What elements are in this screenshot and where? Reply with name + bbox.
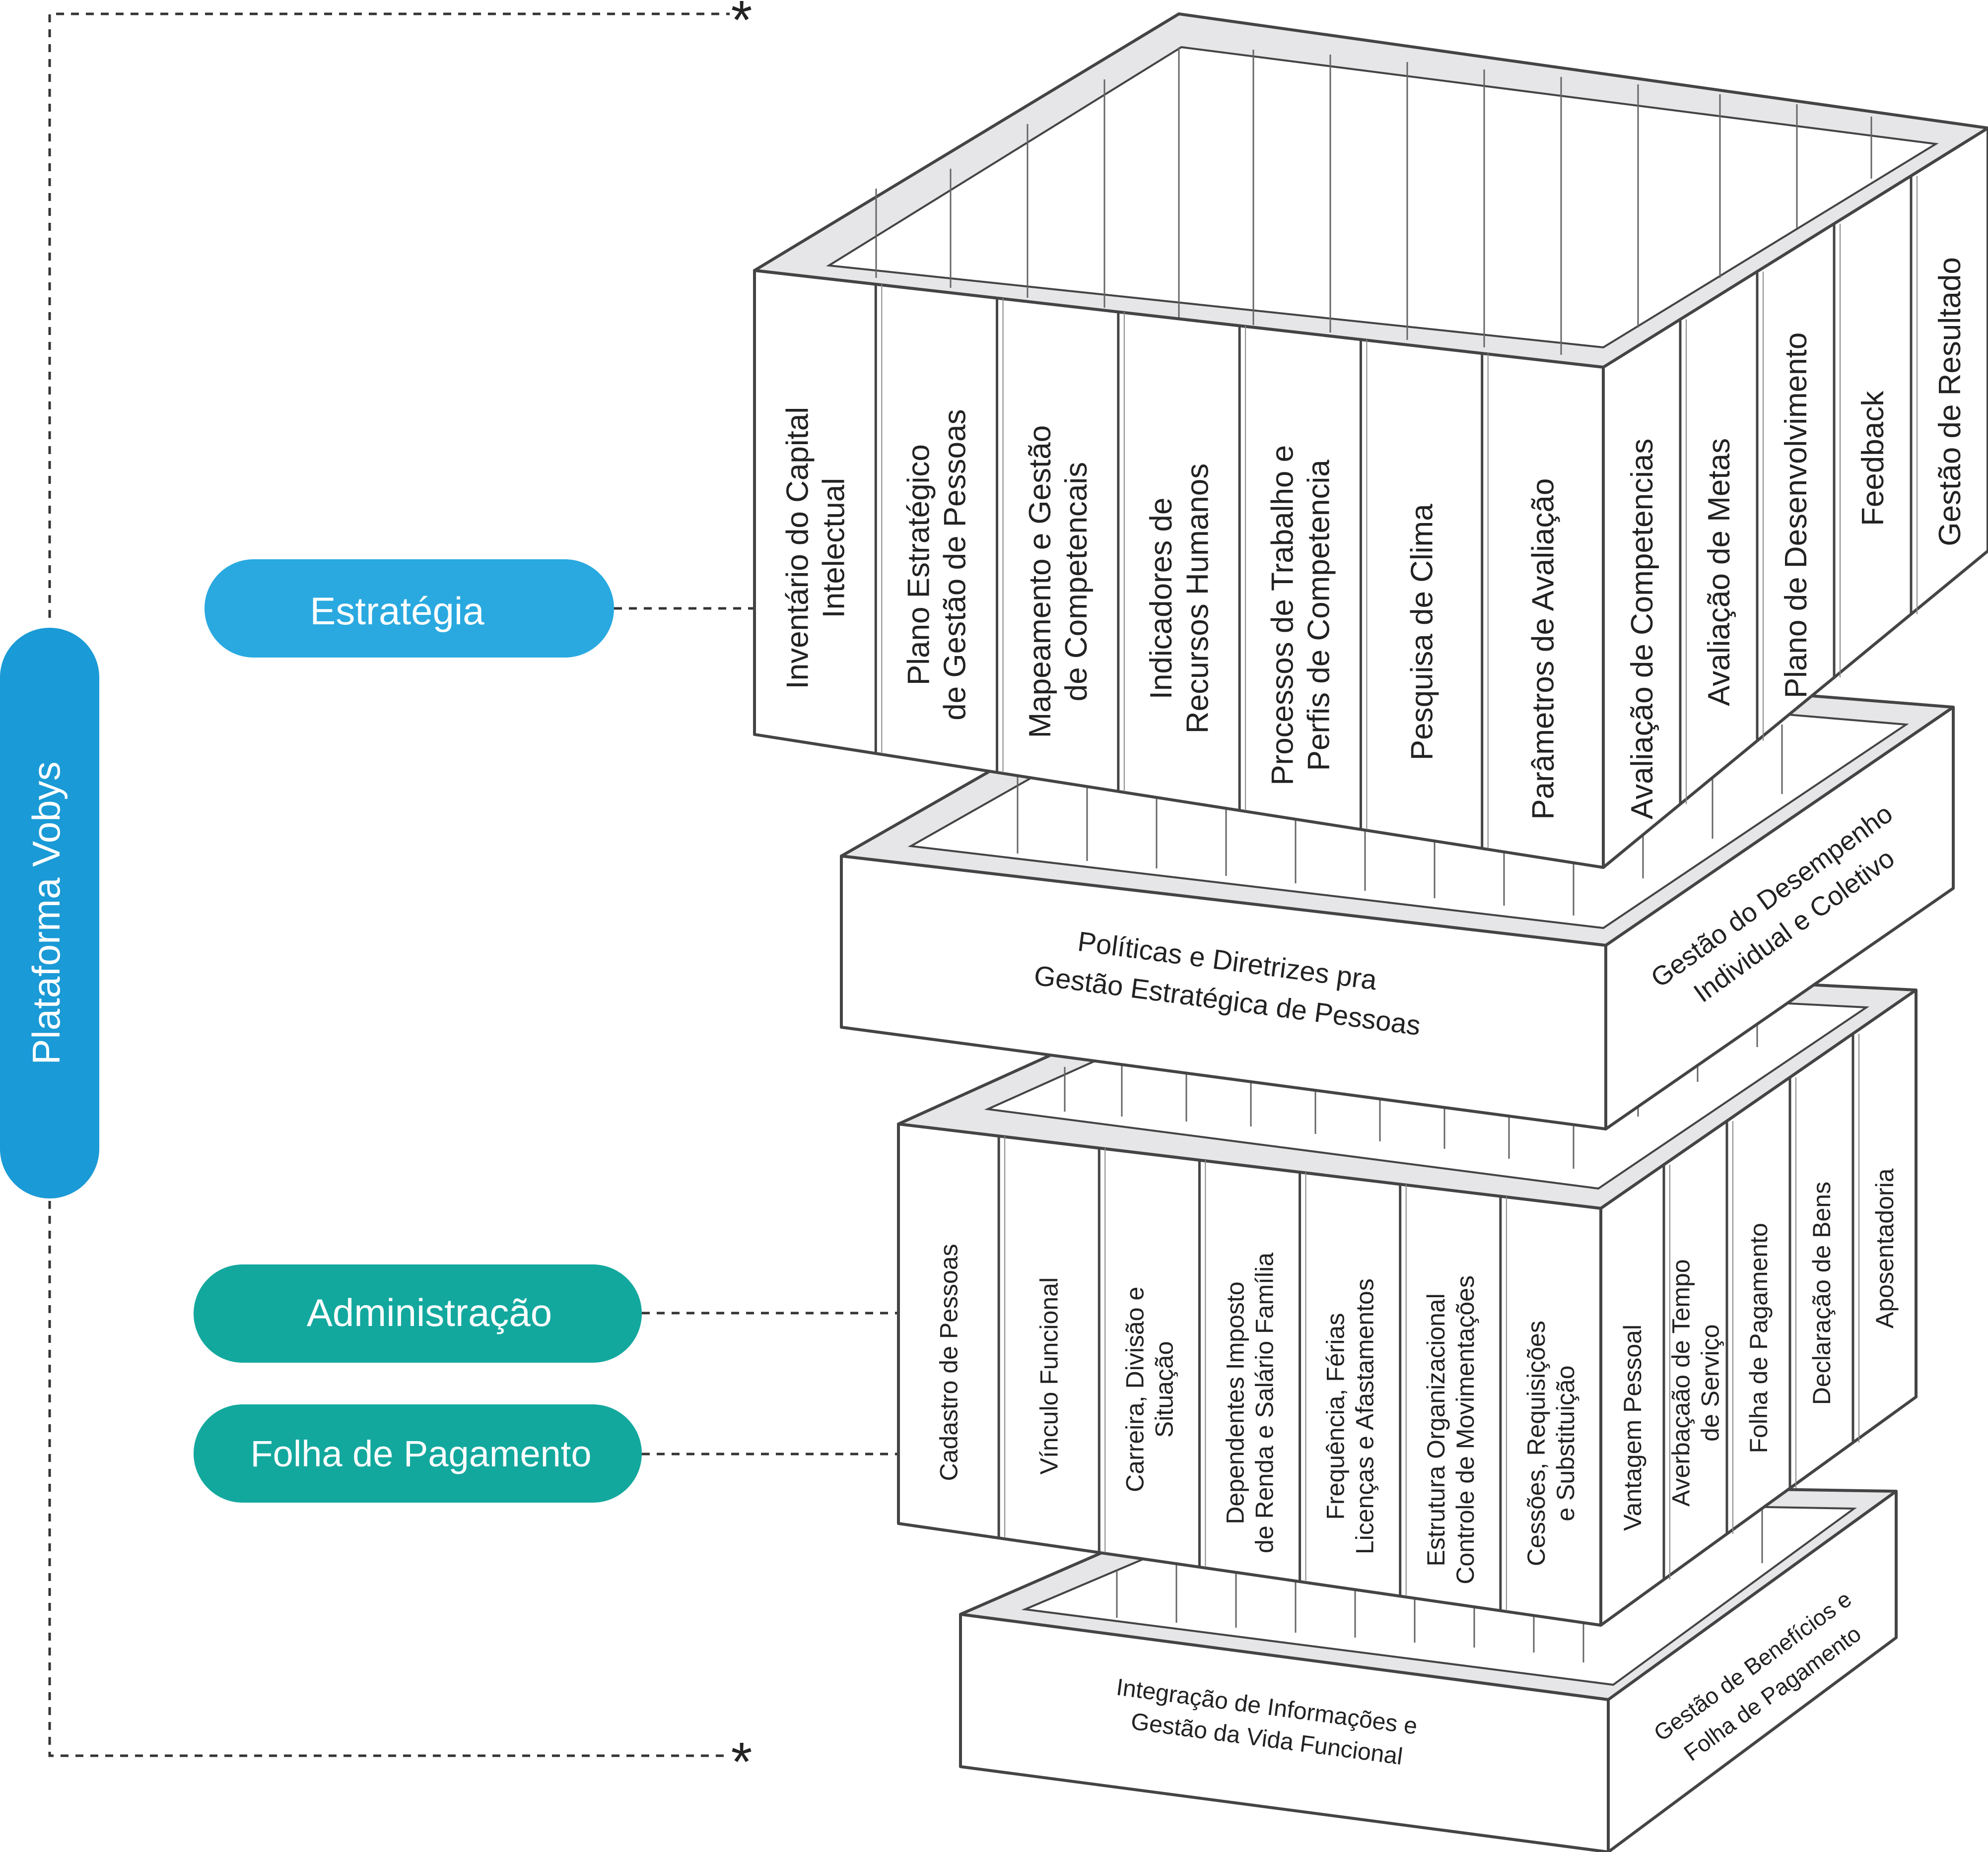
- admin-module-label: Cessões, Requisições: [1522, 1321, 1550, 1566]
- admin-module-label: e Substituição: [1552, 1366, 1579, 1521]
- strategy-module-label: Processos de Trabalho e: [1265, 445, 1300, 786]
- admin-module-label: Controle de Movimentações: [1451, 1275, 1479, 1585]
- estrategia-label: Estratégia: [310, 589, 484, 633]
- admin-module-label: Frequência, Férias: [1322, 1313, 1350, 1520]
- admin-side-module-label: de Serviço: [1697, 1324, 1724, 1442]
- strategy-side-module-label: Feedback: [1856, 391, 1890, 526]
- bracket-bottom-marker: *: [731, 1731, 753, 1792]
- strategy-module-label: de Gestão de Pessoas: [938, 409, 972, 721]
- admin-module-label: Licenças e Afastamentos: [1351, 1278, 1379, 1554]
- strategy-side-module-label: Avaliação de Metas: [1702, 438, 1736, 706]
- admin-module-label: Estrutura Organizacional: [1422, 1293, 1450, 1566]
- platform-label: Plataforma Vobys: [24, 761, 68, 1064]
- platform-pill: Plataforma Vobys: [0, 628, 99, 1198]
- strategy-side-module-label: Avaliação de Competencias: [1625, 439, 1659, 819]
- strategy-side-module-label: Gestão de Resultado: [1933, 257, 1967, 546]
- strategy-module-label: Indicadores de: [1144, 498, 1178, 700]
- estrategia-pill: Estratégia: [205, 559, 754, 658]
- admin-module-label: Dependentes Imposto: [1222, 1281, 1249, 1524]
- platform-bracket: * *: [48, 0, 753, 1792]
- folha-label: Folha de Pagamento: [250, 1433, 591, 1474]
- strategy-side-module-label: Plano de Desenvolvimento: [1779, 332, 1813, 699]
- administracao-pill: Administração: [194, 1264, 898, 1363]
- admin-module-label: de Renda e Salário Família: [1251, 1253, 1279, 1553]
- admin-front-columns: Cadastro de Pessoas Vínculo Funcional Carr…: [935, 1136, 1579, 1611]
- admin-side-module-label: Folha de Pagamento: [1745, 1223, 1773, 1453]
- admin-side-module-label: Aposentadoria: [1871, 1168, 1899, 1328]
- strategy-module-label: Inventário do Capital: [780, 407, 815, 689]
- admin-module-label: Cadastro de Pessoas: [935, 1244, 963, 1481]
- admin-side-module-label: Vantagem Pessoal: [1619, 1324, 1646, 1531]
- folha-pill: Folha de Pagamento: [194, 1404, 898, 1503]
- admin-side-module-label: Declaração de Bens: [1808, 1182, 1836, 1405]
- strategy-module-label: Perfis de Competencia: [1302, 460, 1336, 771]
- strategy-side-columns: Avaliação de Competencias Avaliação de Me…: [1625, 176, 1967, 819]
- administracao-label: Administração: [307, 1291, 552, 1334]
- admin-module-label: Vínculo Funcional: [1035, 1277, 1063, 1474]
- strategy-module-label: Parâmetros de Avaliação: [1526, 478, 1561, 820]
- strategy-module-label: de Competencais: [1059, 462, 1094, 702]
- strategy-module-label: Mapeamento e Gestão: [1023, 425, 1057, 738]
- strategy-module-label: Intelectual: [817, 478, 851, 618]
- admin-module-label: Carreira, Divisão e: [1121, 1287, 1149, 1492]
- strategy-module-label: Pesquisa de Clima: [1405, 504, 1439, 760]
- bracket-top-marker: *: [731, 0, 753, 51]
- strategy-module-label: Recursos Humanos: [1180, 463, 1215, 733]
- admin-module-label: Situação: [1150, 1341, 1178, 1438]
- admin-side-module-label: Averbaçaão de Tempo: [1667, 1259, 1695, 1507]
- strategy-module-label: Plano Estratégico: [902, 444, 936, 685]
